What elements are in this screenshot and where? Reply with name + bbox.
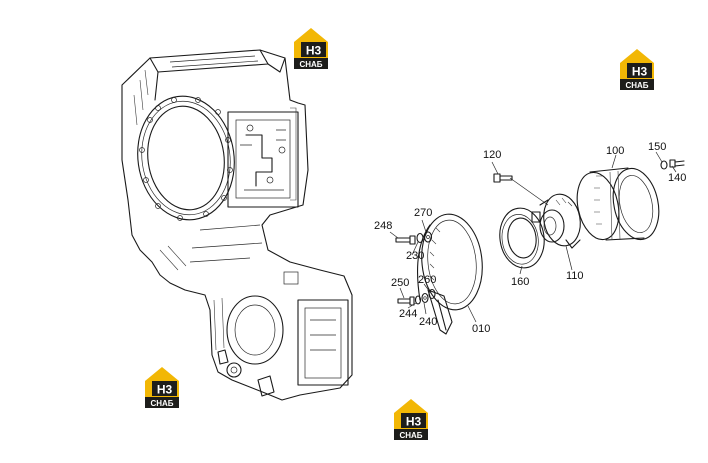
small-hardware (395, 231, 436, 306)
leader-lines (389, 151, 677, 323)
watermark-logo-bottom-left: H3 СНАБ (145, 367, 179, 408)
callout-230: 230 (406, 250, 424, 262)
svg-text:СНАБ: СНАБ (625, 81, 648, 90)
callout-250: 250 (391, 277, 409, 289)
callout-270: 270 (414, 207, 432, 219)
friction-disc-160 (499, 207, 545, 269)
callout-150: 150 (648, 141, 666, 153)
svg-text:СНАБ: СНАБ (399, 431, 422, 440)
bolt-120 (493, 173, 513, 183)
brake-drum-100 (576, 167, 660, 241)
callout-244: 244 (399, 308, 417, 320)
callout-248: 248 (374, 220, 392, 232)
brake-shoe-010 (417, 213, 483, 335)
transmission-housing (121, 49, 353, 401)
watermark-logo-top-right: H3 СНАБ (620, 49, 654, 90)
svg-text:H3: H3 (632, 65, 648, 79)
callout-160: 160 (511, 276, 529, 288)
callout-100: 100 (606, 145, 624, 157)
callout-110: 110 (566, 270, 584, 282)
logo-brand-bottom: СНАБ (299, 60, 322, 69)
watermark-logo-bottom-center: H3 СНАБ (394, 399, 428, 440)
callout-260: 260 (418, 274, 436, 286)
svg-text:H3: H3 (406, 415, 422, 429)
bore-bolt-holes (139, 97, 233, 221)
hub-flange-110 (531, 193, 581, 249)
svg-text:СНАБ: СНАБ (150, 399, 173, 408)
svg-text:H3: H3 (157, 383, 173, 397)
callout-120: 120 (483, 149, 501, 161)
bolt-150 (660, 160, 668, 170)
callout-010: 010 (472, 323, 490, 335)
callout-240: 240 (419, 316, 437, 328)
callout-140: 140 (668, 172, 686, 184)
callout-labels: 120 100 150 140 270 248 230 160 110 250 … (374, 141, 686, 335)
logo-brand-top: H3 (306, 44, 322, 58)
watermark-logo-top-center: H3 СНАБ (294, 28, 328, 69)
